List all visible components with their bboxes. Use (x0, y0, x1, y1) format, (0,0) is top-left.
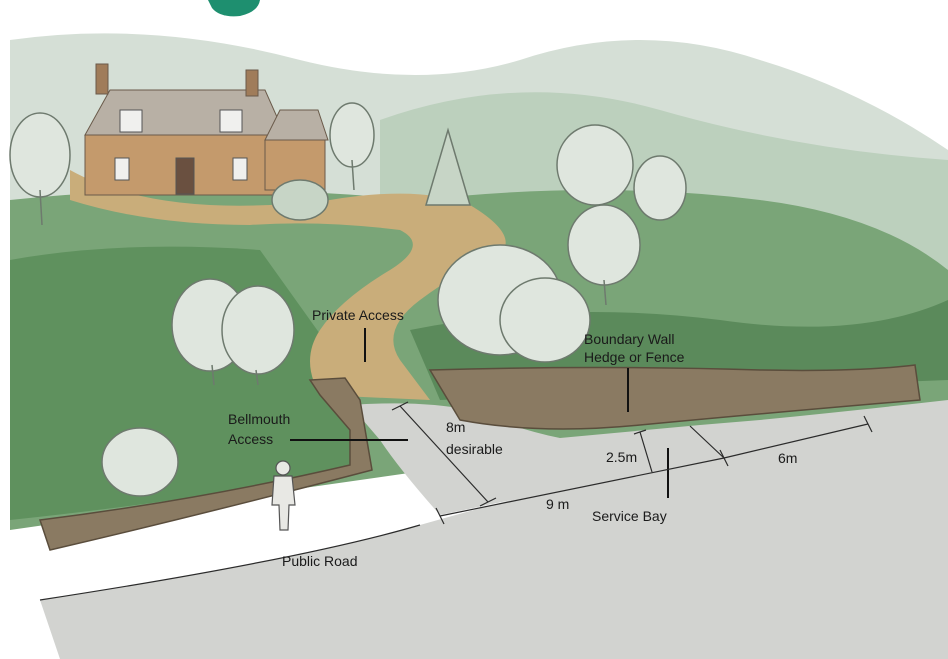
dim-label-6m: 6m (778, 450, 797, 466)
gravel-yard (70, 170, 506, 400)
dimension-8m (391, 401, 497, 507)
dim-label-8m: 8m (446, 419, 465, 435)
person-icon (271, 460, 296, 531)
stone-wall-left (38, 377, 373, 551)
label-boundary-line2: Hedge or Fence (584, 349, 685, 365)
tree-icon (9, 102, 687, 497)
house-icon (84, 63, 329, 196)
label-bellmouth-line2: Access (228, 431, 273, 447)
title-accent-fragment (208, 0, 260, 17)
label-private-access: Private Access (312, 307, 404, 323)
dim-label-9m: 9 m (546, 496, 569, 512)
dimension-6m (689, 415, 873, 459)
stone-wall-right (428, 364, 921, 430)
label-public-road: Public Road (282, 553, 358, 569)
bellmouth-road (350, 400, 948, 515)
dimension-2-5m (633, 429, 653, 473)
road-edge (39, 524, 421, 601)
public-road (40, 410, 948, 659)
dim-label-8m-desirable: desirable (446, 441, 503, 457)
label-bellmouth-line1: Bellmouth (228, 411, 290, 427)
label-service-bay: Service Bay (592, 508, 667, 524)
dim-label-2-5m: 2.5m (606, 449, 637, 465)
label-boundary-line1: Boundary Wall (584, 331, 675, 347)
